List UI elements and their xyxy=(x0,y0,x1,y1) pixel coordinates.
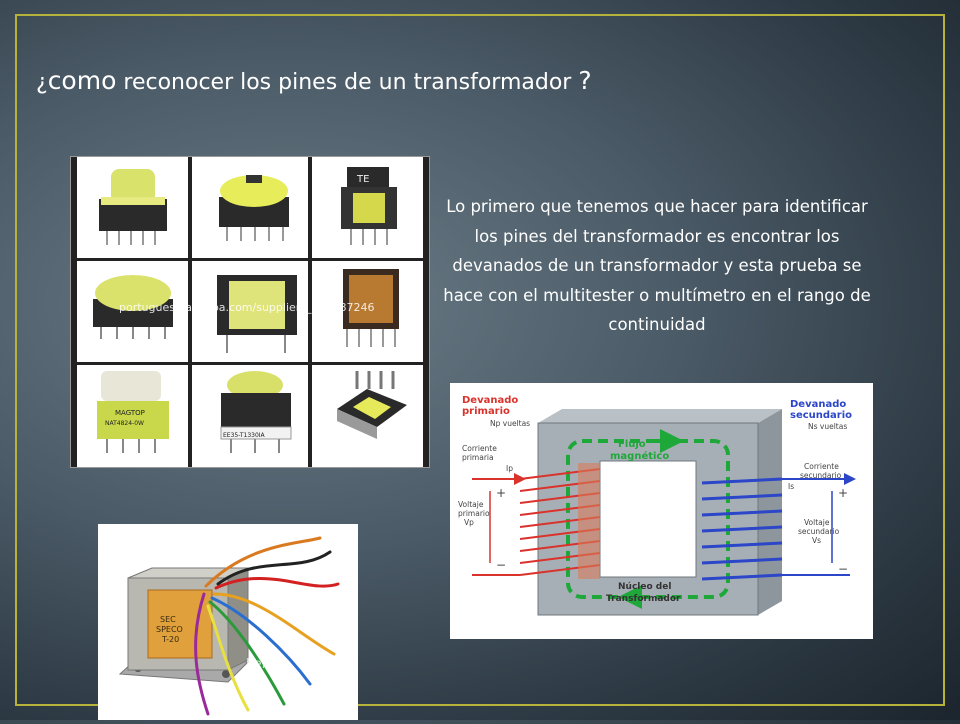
core-label-1: Núcleo del xyxy=(618,582,671,592)
primary-turns: Np vueltas xyxy=(490,419,530,428)
secondary-current-2: secundario xyxy=(800,471,842,480)
transformer-diagram: Devanado primario Devanado secundario Fl… xyxy=(450,383,873,639)
primary-label-1: Devanado xyxy=(462,395,518,406)
secondary-coil xyxy=(701,477,783,581)
primary-voltage-sym: Vp xyxy=(464,518,474,527)
svg-text:+: + xyxy=(838,486,848,500)
secondary-voltage-1: Voltaje xyxy=(804,518,830,527)
photo-watermark: l.en.al xyxy=(246,657,286,672)
secondary-voltage-sym: Vs xyxy=(812,536,821,545)
title-prefix: ¿ xyxy=(36,70,48,95)
secondary-current-sym: Is xyxy=(788,482,794,491)
primary-current-sym: Ip xyxy=(506,464,513,473)
cell-label-magtop: MAGTOP xyxy=(115,409,145,417)
primary-voltage-1: Voltaje xyxy=(458,500,484,509)
title-rest: reconocer los pines de un transformador xyxy=(116,70,579,95)
svg-text:−: − xyxy=(838,562,848,576)
core-label-2: Transformador xyxy=(606,594,681,604)
secondary-label-1: Devanado xyxy=(790,399,846,410)
transformer-grid-image: TE portuguese.alibaba.com/suppliers_2136… xyxy=(70,156,430,468)
transformer-6 xyxy=(343,269,399,347)
title-word: como xyxy=(47,66,117,95)
svg-text:−: − xyxy=(496,558,506,572)
cell-label-nat: NAT4824-0W xyxy=(105,420,144,427)
transformer-photo-art: SEC SPECO T-20 l.en.al xyxy=(118,536,340,716)
transformer-photo: SEC SPECO T-20 l.en.al xyxy=(98,524,358,720)
transformer-2 xyxy=(219,175,289,241)
flux-label-1: Flujo xyxy=(618,439,646,450)
primary-current-1: Corriente xyxy=(462,444,497,453)
cell-label-ee35: EE35-T1330IA xyxy=(223,432,266,439)
photo-label-sec: SEC xyxy=(160,615,176,624)
photo-wires xyxy=(194,536,340,716)
primary-voltage-2: primario xyxy=(458,509,490,518)
secondary-label-2: secundario xyxy=(790,410,852,421)
primary-current-2: primaria xyxy=(462,453,494,462)
core-top-face xyxy=(538,409,782,423)
flux-label-2: magnético xyxy=(610,450,669,462)
slide-frame xyxy=(15,14,945,706)
transformer-4 xyxy=(93,275,173,339)
primary-label-2: primario xyxy=(462,406,510,417)
transformer-diagram-art: Devanado primario Devanado secundario Fl… xyxy=(458,395,856,616)
secondary-voltage-2: secundario xyxy=(798,527,840,536)
transformer-9 xyxy=(337,371,407,439)
cell-label-te: TE xyxy=(356,174,369,185)
secondary-current-1: Corriente xyxy=(804,462,839,471)
transformer-grid-art: TE portuguese.alibaba.com/suppliers_2136… xyxy=(71,157,429,467)
transformer-8: EE35-T1330IA xyxy=(220,371,292,453)
transformer-3: TE xyxy=(341,167,397,245)
title-question-mark: ? xyxy=(578,66,592,95)
photo-label-speco: SPECO xyxy=(156,625,183,634)
transformer-5 xyxy=(217,275,297,353)
photo-label-t20: T-20 xyxy=(161,635,179,644)
grid-watermark: portuguese.alibaba.com/suppliers_2136872… xyxy=(119,301,375,314)
slide-title: ¿como reconocer los pines de un transfor… xyxy=(36,66,736,95)
description-text: Lo primero que tenemos que hacer para id… xyxy=(443,197,871,334)
svg-text:+: + xyxy=(496,486,506,500)
transformer-1 xyxy=(99,169,167,245)
core-window xyxy=(599,460,697,578)
transformer-7: MAGTOP NAT4824-0W xyxy=(97,371,169,453)
secondary-turns: Ns vueltas xyxy=(808,422,847,431)
